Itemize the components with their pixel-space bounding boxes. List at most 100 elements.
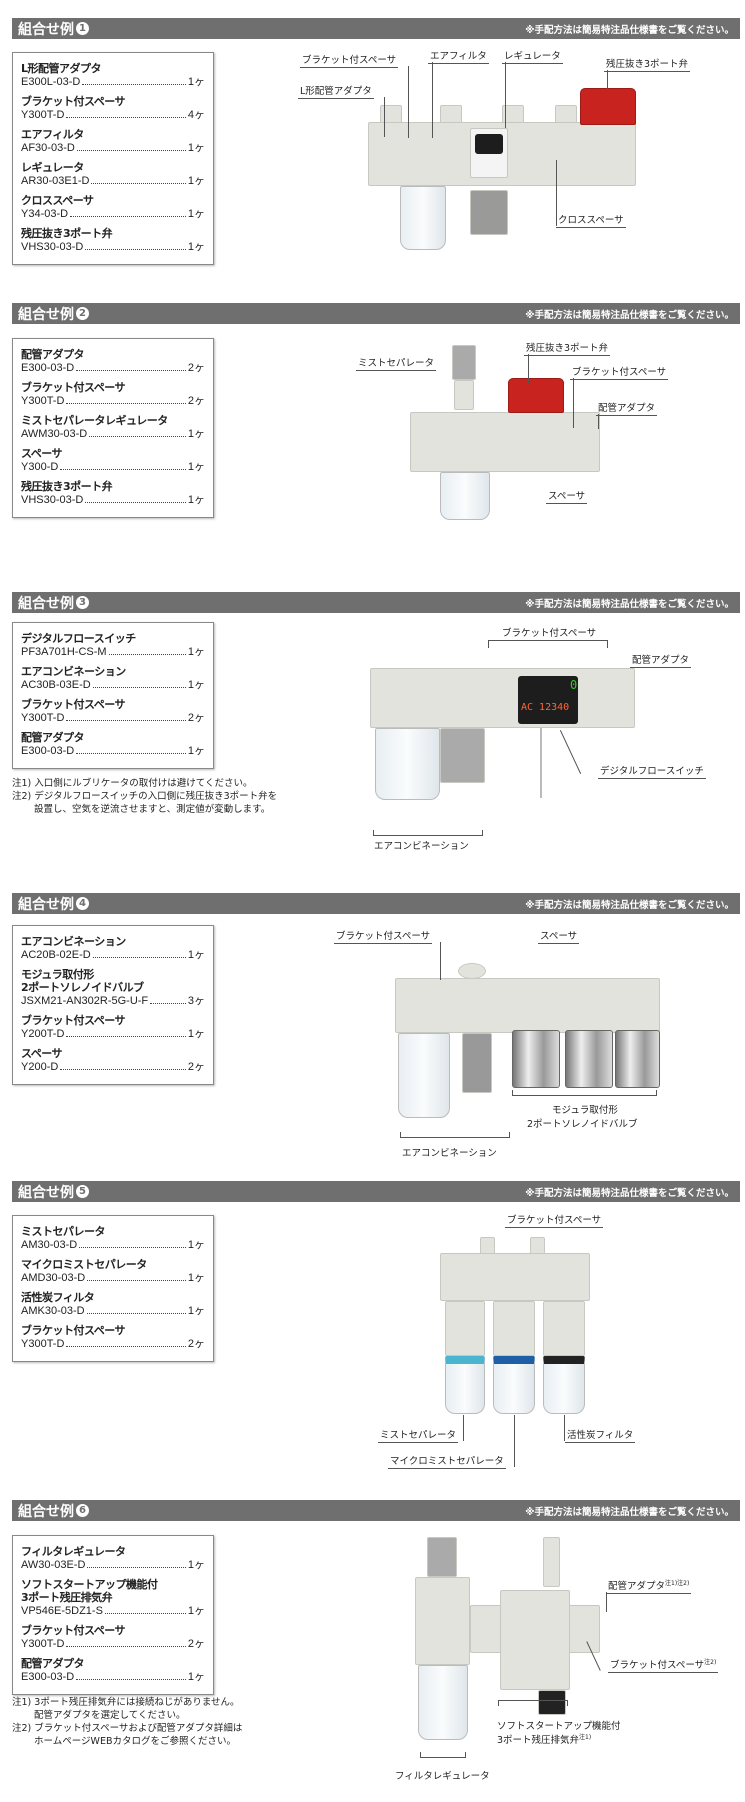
part-name: エアコンビネーション (21, 935, 126, 948)
callout-label: ブラケット付スペーサ (570, 364, 669, 380)
part-code: VHS30-03-D (21, 494, 84, 506)
leader-dots (60, 1060, 186, 1070)
order-note: ※手配方法は簡易特注品仕様書をご覧ください。 (525, 1187, 734, 1199)
part-qty: 1ヶ (187, 428, 205, 440)
part-qty: 3ヶ (187, 995, 205, 1007)
part-code: Y300T-D (21, 395, 65, 407)
callout-label: レギュレータ (502, 48, 563, 64)
part-qty: 2ヶ (187, 1061, 205, 1073)
part-code: Y34-03-D (21, 208, 69, 220)
part-qty: 1ヶ (187, 208, 205, 220)
part-name: 活性炭フィルタ (21, 1291, 95, 1304)
part-code: JSXM21-AN302R-5G-U-F (21, 995, 149, 1007)
callout-label: 活性炭フィルタ (565, 1427, 636, 1443)
part-code: Y200-D (21, 1061, 59, 1073)
leader-dots (86, 1304, 186, 1314)
notes: 注1) 入口側にルブリケータの取付けは避けてください。 注2) デジタルフロース… (12, 778, 278, 815)
part-name: ブラケット付スペーサ (21, 698, 126, 711)
part-code: AMK30-03-D (21, 1305, 85, 1317)
part-code: AC30B-03E-D (21, 679, 91, 691)
part-qty: 1ヶ (187, 1272, 205, 1284)
leader-dots (104, 1604, 186, 1614)
leader-dots (82, 75, 186, 85)
part-name: スペーサ (21, 1047, 63, 1060)
callout-label: ブラケット付スペーサ (334, 928, 433, 944)
section-number: 2 (76, 307, 89, 320)
leader-dots (85, 493, 186, 503)
note-ref: 注1) (579, 1734, 592, 1741)
callout-label: L形配管アダプタ (298, 83, 374, 99)
leader-dots (70, 207, 186, 217)
display-flow-top: 0 (570, 678, 578, 692)
part-code-line: Y200-D 2ヶ (21, 1060, 205, 1074)
order-note: ※手配方法は簡易特注品仕様書をご覧ください。 (525, 24, 734, 36)
part-code: AM30-03-D (21, 1239, 78, 1251)
label-text: 配管アダプタ (608, 1581, 666, 1593)
leader-dots (85, 240, 186, 250)
section-number: 3 (76, 596, 89, 609)
leader-dots (76, 141, 186, 151)
callout-label: 3ポート残圧排気弁注1) (495, 1732, 593, 1747)
part-code: VP546E-5DZ1-S (21, 1605, 103, 1617)
part-name: デジタルフロースイッチ (21, 632, 136, 645)
part-code-line: Y34-03-D 1ヶ (21, 207, 205, 221)
part-name: 残圧抜き3ポート弁 (21, 480, 113, 493)
callout-label: 配管アダプタ (630, 652, 692, 668)
callout-label: フィルタレギュレータ (395, 1771, 490, 1782)
part-code: AW30-03E-D (21, 1559, 86, 1571)
callout-label: ミストセパレータ (378, 1427, 459, 1443)
part-qty: 1ヶ (187, 1559, 205, 1571)
part-qty: 2ヶ (187, 362, 205, 374)
callout-label: 残圧抜き3ポート弁 (604, 56, 691, 72)
part-name: ブラケット付スペーサ (21, 1324, 126, 1337)
callout-label: エアコンビネーション (374, 841, 469, 852)
part-qty: 1ヶ (187, 949, 205, 961)
part-qty: 1ヶ (187, 175, 205, 187)
part-name: 配管アダプタ (21, 1657, 85, 1670)
section-number: 1 (76, 22, 89, 35)
section-title: 組合せ例 (18, 306, 74, 323)
part-qty: 1ヶ (187, 646, 205, 658)
part-name: レギュレータ (21, 161, 84, 174)
part-code: Y300T-D (21, 712, 65, 724)
part-code: Y200T-D (21, 1028, 65, 1040)
part-name: ソフトスタートアップ機能付 3ポート残圧排気弁 (21, 1578, 158, 1604)
leader-dots (89, 427, 186, 437)
part-qty: 1ヶ (187, 142, 205, 154)
part-name: ブラケット付スペーサ (21, 95, 126, 108)
label-text: ブラケット付スペーサ (610, 1660, 705, 1672)
part-name: 配管アダプタ (21, 731, 85, 744)
note-ref: 注1)注2) (665, 1580, 690, 1587)
part-name: ブラケット付スペーサ (21, 381, 126, 394)
part-qty: 2ヶ (187, 1638, 205, 1650)
callout-label: 2ポートソレノイドバルブ (527, 1119, 638, 1130)
